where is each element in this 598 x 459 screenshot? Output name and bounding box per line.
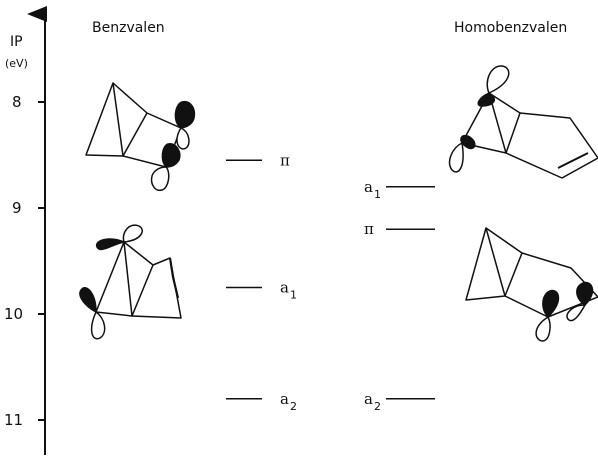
level-label: a xyxy=(280,390,289,408)
title-homobenzvalen: Homobenzvalen xyxy=(454,20,567,36)
level-label: a xyxy=(280,279,289,297)
level-label-subscript: 2 xyxy=(374,400,381,413)
axis-tick-label: 10 xyxy=(4,305,23,323)
axis-tick-label: 8 xyxy=(12,93,22,111)
level-label: π xyxy=(364,220,374,238)
homobenzvalen-pi-orbital-drawing xyxy=(465,227,598,342)
axis-title-unit: (eV) xyxy=(5,57,28,70)
axis-tick-label: 11 xyxy=(4,411,23,429)
level-label-subscript: 1 xyxy=(290,289,297,302)
benzvalen-a1-orbital-drawing xyxy=(79,224,182,340)
level-label-subscript: 2 xyxy=(290,400,297,413)
axis-ticks: 8 9 10 11 xyxy=(4,93,45,429)
level-label: π xyxy=(280,151,290,169)
level-label: a xyxy=(364,178,373,196)
axis-title-ip: IP xyxy=(10,34,23,50)
axis-tick-label: 9 xyxy=(12,199,22,217)
benzvalen-pi-orbital-drawing xyxy=(85,82,196,192)
title-benzvalen: Benzvalen xyxy=(92,20,165,36)
level-label-subscript: 1 xyxy=(374,188,381,201)
level-label: a xyxy=(364,390,373,408)
homobenzvalen-a1-orbital-drawing xyxy=(448,65,598,179)
